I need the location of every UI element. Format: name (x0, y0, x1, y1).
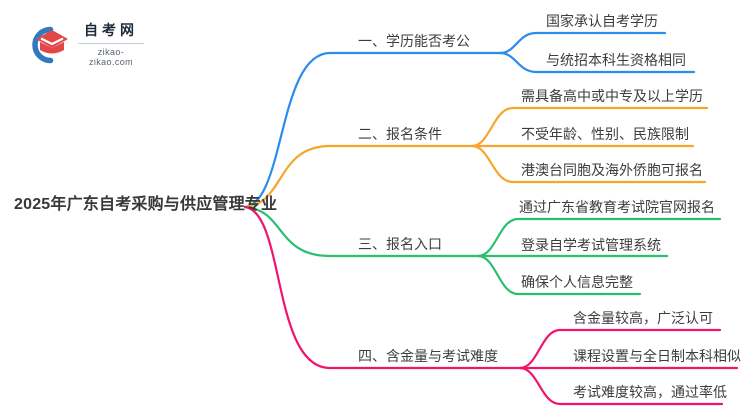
leaf-label: 课程设置与全日制本科相似 (573, 348, 741, 364)
graduation-cap-icon (26, 22, 70, 66)
branch-1-leaf-1-line (498, 31, 667, 55)
branch-1-leaf-2-line (498, 51, 696, 74)
leaf-label: 通过广东省教育考试院官网报名 (519, 199, 715, 215)
logo-subtitle: zikao-zikao.com (88, 47, 134, 67)
branch-2-label: 二、报名条件 (358, 126, 442, 142)
branch-1-main-line (243, 51, 502, 209)
branch-2-main-line (243, 144, 474, 209)
leaf-label: 不受年龄、性别、民族限制 (521, 126, 689, 142)
branch-4-main-line (243, 205, 522, 370)
leaf-label: 考试难度较高，通过率低 (573, 384, 727, 400)
branch-4-label: 四、含金量与考试难度 (358, 348, 498, 364)
branch-4-leaf-3-line (518, 366, 724, 406)
logo-text-block: 自考网 zikao-zikao.com (78, 20, 144, 67)
leaf-label: 确保个人信息完整 (521, 274, 633, 290)
logo-title: 自考网 (78, 20, 144, 44)
leaf-label: 国家承认自考学历 (546, 13, 658, 29)
leaf-label: 与统招本科生资格相同 (546, 52, 686, 68)
leaf-label: 港澳台同胞及海外侨胞可报名 (521, 162, 703, 178)
branch-4-leaf-1-line (518, 328, 722, 370)
branch-3-leaf-3-line (476, 254, 642, 296)
leaf-label: 含金量较高，广泛认可 (573, 310, 713, 326)
branch-3-main-line (243, 205, 480, 258)
branch-3-label: 三、报名入口 (358, 236, 442, 252)
root-topic: 2025年广东自考采购与供应管理专业 (14, 196, 278, 213)
site-logo: 自考网 zikao-zikao.com (26, 20, 144, 67)
branch-2-leaf-1-line (470, 106, 709, 148)
branch-3-leaf-1-line (476, 217, 722, 258)
branch-1-label: 一、学历能否考公 (358, 33, 470, 49)
leaf-label: 登录自学考试管理系统 (521, 237, 661, 253)
leaf-label: 需具备高中或中专及以上学历 (521, 88, 703, 104)
branch-2-leaf-3-line (470, 144, 707, 184)
